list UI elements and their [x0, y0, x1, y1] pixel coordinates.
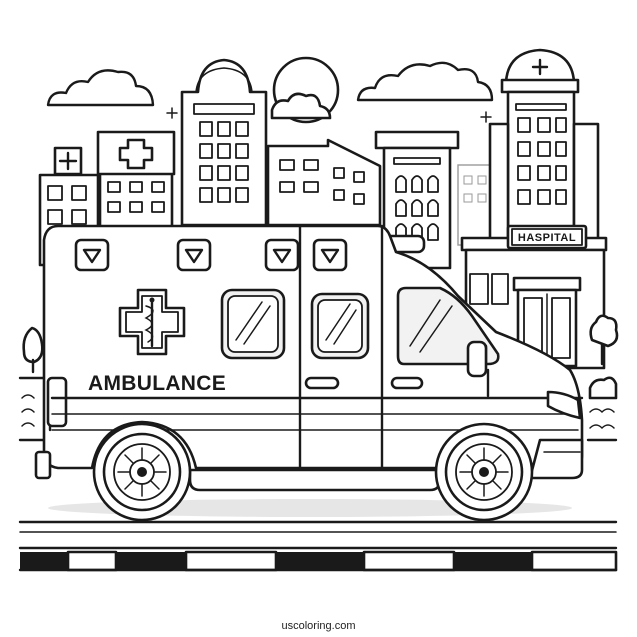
- door-handle: [304, 376, 340, 390]
- rear-bumper: [34, 450, 52, 480]
- building-faint: [457, 164, 493, 246]
- sun-cloud: [270, 92, 332, 120]
- ambulance: AMBULANCE: [34, 224, 584, 522]
- medical-cross-icon: [118, 138, 154, 170]
- side-mirror: [466, 340, 488, 378]
- right-hedge: [586, 376, 618, 442]
- cloud-left: [46, 69, 155, 107]
- front-bumper: [528, 438, 584, 480]
- tree: [589, 314, 619, 348]
- ambulance-side-label: AMBULANCE: [88, 372, 226, 395]
- cloud-right: [356, 61, 494, 102]
- tower-arched: [180, 58, 268, 227]
- roof-lamp: [74, 238, 110, 272]
- road: [18, 520, 618, 572]
- rear-light: [46, 376, 68, 428]
- medical-cross-icon: [58, 151, 78, 171]
- site-credit: uscoloring.com: [281, 620, 356, 632]
- door-handle: [390, 376, 424, 390]
- lower-sill: [188, 468, 442, 492]
- building-middle: [266, 138, 382, 227]
- sparkle: [166, 107, 178, 119]
- medical-cross-icon: [531, 58, 549, 76]
- roof-lamp: [264, 238, 300, 272]
- sparkle: [480, 111, 492, 123]
- headlight: [546, 390, 582, 420]
- roof-lamp: [312, 238, 348, 272]
- rear-wheel: [92, 422, 192, 522]
- hospital-sign: HASPITAL: [518, 232, 576, 244]
- front-wheel: [434, 422, 534, 522]
- left-bushes: [18, 326, 48, 442]
- star-of-life-icon: [118, 288, 186, 356]
- roof-lamp: [176, 238, 212, 272]
